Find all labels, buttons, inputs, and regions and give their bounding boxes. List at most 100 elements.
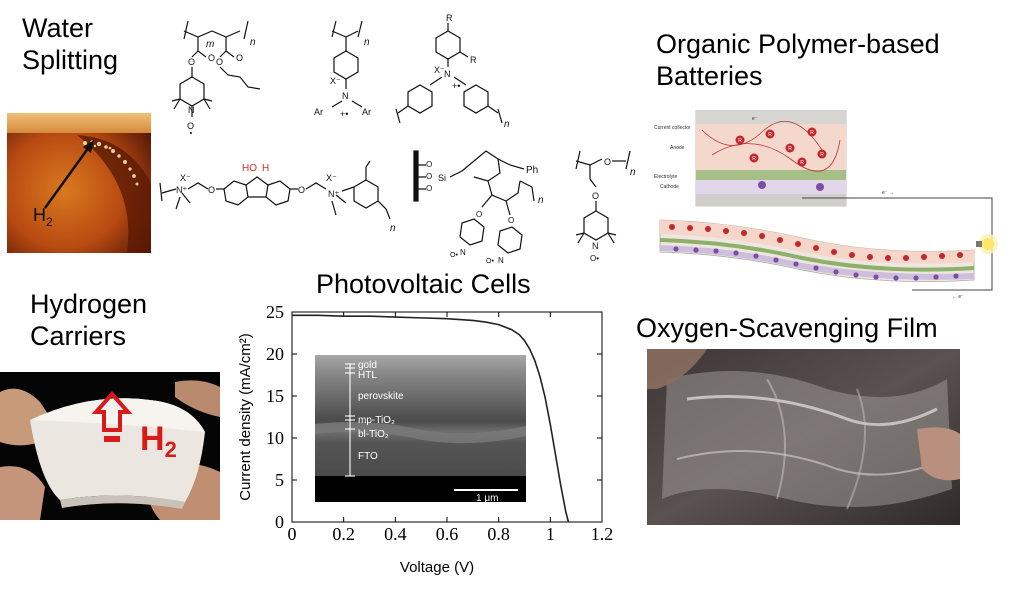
svg-text:X⁻: X⁻ bbox=[330, 76, 341, 86]
svg-text:R: R bbox=[752, 156, 756, 162]
current-collector-label: Current collector bbox=[654, 125, 691, 131]
y-tick-label: 5 bbox=[275, 470, 284, 490]
svg-text:R: R bbox=[810, 130, 814, 136]
water-splitting-line1: Water bbox=[22, 13, 94, 43]
hydrogen-carriers-line1: Hydrogen bbox=[30, 289, 148, 319]
electron-flow-top: e⁻ → bbox=[882, 190, 894, 196]
svg-text:O: O bbox=[208, 53, 215, 63]
battery-ribbon bbox=[659, 219, 975, 283]
triarylamine-radical-cation-structure: R R X⁻ N +• n bbox=[395, 13, 510, 130]
svg-text:n: n bbox=[504, 119, 510, 130]
chart-marks bbox=[292, 314, 570, 523]
electrolyte-label: Electrolyte bbox=[654, 174, 678, 180]
water-h2-label: H2 bbox=[33, 205, 53, 229]
y-tick-label: 25 bbox=[266, 302, 284, 322]
svg-text:+•: +• bbox=[340, 109, 348, 119]
oxygen-scavenging-film-photo bbox=[647, 349, 960, 525]
svg-text:Ar: Ar bbox=[362, 107, 371, 117]
svg-text:O: O bbox=[298, 185, 305, 195]
svg-text:Si: Si bbox=[438, 173, 446, 183]
svg-text:O: O bbox=[187, 121, 194, 131]
svg-text:R: R bbox=[820, 152, 824, 158]
svg-text:+•: +• bbox=[452, 81, 460, 91]
y-tick-label: 15 bbox=[266, 386, 284, 406]
svg-text:X⁻: X⁻ bbox=[434, 65, 445, 75]
light-bulb-icon bbox=[976, 234, 998, 254]
x-tick-label: 0.2 bbox=[332, 524, 355, 544]
y-tick-label: 10 bbox=[266, 428, 284, 448]
svg-text:N: N bbox=[498, 256, 504, 263]
sem-layer-label: mp-TiO₂ bbox=[358, 415, 395, 426]
batteries-label: Organic Polymer-based Batteries bbox=[656, 28, 940, 92]
anode-label: Anode bbox=[670, 145, 685, 151]
svg-text:O: O bbox=[426, 160, 432, 169]
svg-text:R: R bbox=[738, 138, 742, 144]
svg-text:O: O bbox=[592, 191, 599, 201]
y-tick-label: 0 bbox=[275, 512, 284, 532]
svg-text:O•: O• bbox=[450, 252, 458, 259]
scale-bar-label: 1 μm bbox=[476, 493, 498, 504]
sem-layer-label: perovskite bbox=[358, 391, 404, 402]
svg-text:O: O bbox=[216, 57, 223, 67]
inset-electron-label: e⁻ bbox=[752, 116, 758, 122]
x-tick-label: 0 bbox=[288, 524, 297, 544]
external-circuit: e⁻ → ← e⁻ bbox=[802, 190, 998, 300]
svg-text:O•: O• bbox=[590, 254, 599, 263]
y-axis-label: Current density (mA/cm²) bbox=[237, 333, 254, 501]
svg-text:O: O bbox=[604, 157, 611, 167]
svg-text:O: O bbox=[208, 185, 215, 195]
svg-text:n: n bbox=[630, 167, 636, 178]
x-axis-label: Voltage (V) bbox=[400, 559, 474, 576]
svg-text:O: O bbox=[426, 184, 432, 193]
svg-text:N: N bbox=[342, 91, 349, 101]
hydrogen-carriers-photo: H2 bbox=[0, 372, 220, 520]
svg-text:m: m bbox=[206, 39, 214, 50]
sem-layer-label: HTL bbox=[358, 370, 377, 381]
triarylamine-polymer-structure: n X⁻ N Ar Ar +• bbox=[314, 20, 371, 119]
svg-text:R: R bbox=[470, 55, 477, 65]
x-tick-label: 1 bbox=[546, 524, 555, 544]
battery-inset: Current collector Anode Electrolyte Cath… bbox=[654, 110, 847, 207]
water-splitting-line2: Splitting bbox=[22, 45, 119, 75]
water-splitting-photo: H2 bbox=[7, 113, 151, 253]
svg-text:n: n bbox=[250, 37, 256, 48]
sem-layer-label: FTO bbox=[358, 451, 378, 462]
up-arrow-icon bbox=[91, 390, 133, 442]
water-splitting-label: Water Splitting bbox=[22, 12, 118, 76]
sem-layer-label: gold bbox=[358, 360, 377, 371]
pointer-arrow bbox=[43, 146, 91, 209]
tempo-copolymer-structure: m n O O O O N O bbox=[171, 20, 261, 134]
electron-flow-bottom: ← e⁻ bbox=[952, 294, 964, 300]
x-tick-label: 1.2 bbox=[591, 524, 614, 544]
hydrogen-carriers-label: Hydrogen Carriers bbox=[30, 288, 147, 352]
svg-text:O: O bbox=[426, 172, 432, 181]
cathode-label: Cathode bbox=[660, 184, 679, 190]
batteries-line1: Organic Polymer-based bbox=[656, 29, 940, 59]
svg-text:N⁺: N⁺ bbox=[328, 189, 339, 199]
svg-text:R: R bbox=[788, 146, 792, 152]
chemical-structures: m n O O O O N O n X⁻ N bbox=[150, 5, 640, 263]
svg-text:n: n bbox=[538, 195, 544, 206]
svg-text:N: N bbox=[460, 248, 466, 257]
x-tick-label: 0.4 bbox=[384, 524, 407, 544]
sem-layer-markers bbox=[345, 363, 355, 477]
svg-text:X⁻: X⁻ bbox=[326, 173, 337, 183]
svg-text:O: O bbox=[188, 57, 195, 67]
svg-text:N: N bbox=[444, 69, 451, 79]
x-tick-label: 0.6 bbox=[436, 524, 459, 544]
svg-text:n: n bbox=[390, 223, 396, 234]
hydrogen-carriers-line2: Carriers bbox=[30, 321, 127, 351]
oxygen-scavenging-film-label: Oxygen-Scavenging Film bbox=[636, 313, 938, 343]
svg-text:O: O bbox=[476, 210, 482, 219]
fluorenol-ammonium-structure: N⁺ X⁻ O HO H O N⁺ X⁻ n bbox=[159, 160, 396, 234]
svg-text:O: O bbox=[508, 216, 514, 225]
svg-text:R: R bbox=[800, 160, 804, 166]
svg-text:N: N bbox=[592, 241, 599, 251]
svg-text:N: N bbox=[188, 105, 195, 115]
sem-layer-label: bl-TiO₂ bbox=[358, 429, 389, 440]
